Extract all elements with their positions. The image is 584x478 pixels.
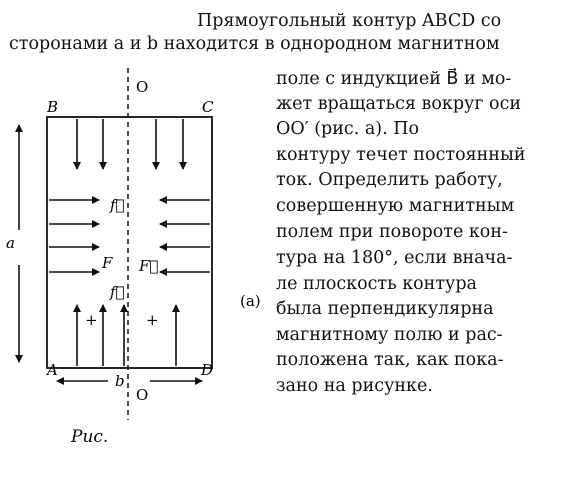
text-line-7: ток. Определить работу, [276,170,503,190]
text-line-8: совершенную магнитным [276,196,515,216]
figure-caption: Рис. [70,427,108,447]
side-label-a: a [6,234,15,252]
text-line-15: зано на рисунке. [276,376,433,396]
text-line-13: магнитному полю и рас- [276,325,503,345]
force-label-f-top: f⃗ [109,196,125,214]
text-line-14: положена так, как пока- [276,350,504,370]
text-line-2: сторонами a и b находится в однородном м… [9,34,500,54]
force-label-f-right: F⃗ [138,257,158,275]
panel-label: (a) [240,292,261,310]
corner-label-d: D [200,361,213,379]
text-line-1: Прямоугольный контур ABCD со [197,11,502,31]
plus-sign-right: + [146,311,159,329]
text-line-11: ле плоскость контура [276,274,477,294]
force-label-f-bottom: f⃗ [109,283,125,301]
field-arrows-bottom [73,304,180,366]
text-line-6: контуру течет постоянный [276,145,526,165]
plus-sign-left: + [85,311,98,329]
contour-rectangle [46,116,213,369]
field-arrows-left [49,196,100,276]
axis-label-bottom: O [136,386,148,404]
field-arrows-top [73,119,187,170]
text-line-3: поле с индукцией B⃗ и мо- [276,69,512,89]
corner-label-c: C [202,98,214,116]
side-label-b: b [115,372,125,390]
text-line-12: была перпендикулярна [276,299,494,319]
text-line-4: жет вращаться вокруг оси [276,94,522,114]
text-line-5: OO′ (рис. a). По [276,119,420,139]
circuit-figure: O O B C A D a b f⃗ F F⃗ f⃗ + + (a) Рис. [6,68,261,447]
corner-label-a: A [45,361,58,379]
text-line-9: полем при повороте кон- [276,222,508,242]
corner-label-b: B [46,98,58,116]
field-arrows-right [159,196,210,276]
axis-label-top: O [136,78,148,96]
force-label-f-left: F [101,254,113,272]
text-line-10: тура на 180°, если внача- [276,248,513,268]
